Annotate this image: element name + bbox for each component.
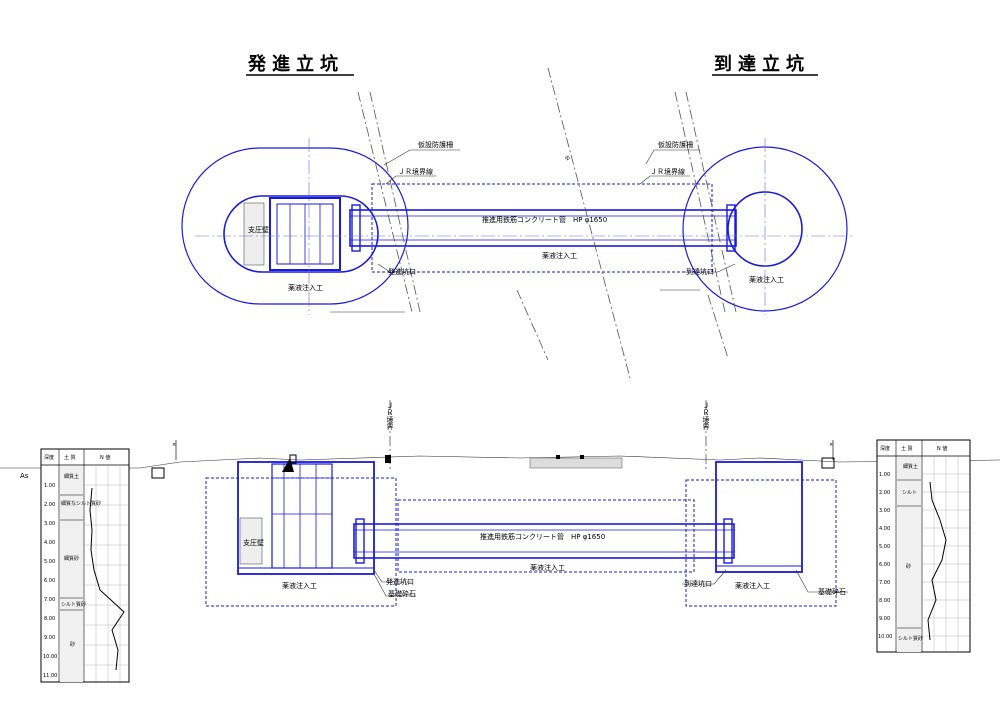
svg-text:8.00: 8.00 [44,616,55,622]
left-n-value-curve [89,487,125,671]
right-log-layer-1: 細質土 [903,463,918,470]
plan-pipe [349,209,737,247]
ground-line [0,455,1000,469]
svg-text:5.00: 5.00 [44,559,55,565]
right-log-layer-3: 砂 [906,563,911,570]
section-as-label: As [20,472,29,480]
section-crane-icon [282,458,294,472]
section-pipe-label: 推進用鉄筋コンクリート管 HP φ1650 [480,532,605,541]
launch-shaft-title: 発進立坑 [247,53,344,75]
section-center-grout [397,499,695,573]
left-log-layer-1: 細質土 [64,473,79,480]
left-log-depth-header: 深度 [44,454,54,461]
svg-text:7.00: 7.00 [879,580,890,586]
plan-center-grout [371,183,713,273]
section-jr-boundary-right: ＪＲ境界 [702,402,710,431]
svg-text:6.00: 6.00 [44,578,55,584]
plan-launch-opening: 発進坑口 [388,267,416,276]
right-log-soil-header: 土 質 [901,445,913,452]
svg-text:9.00: 9.00 [44,635,55,641]
section-right-shaft [715,461,803,573]
section-pipe [353,523,735,559]
svg-text:×: × [172,442,176,448]
svg-text:4.00: 4.00 [879,526,890,532]
svg-text:2.00: 2.00 [879,490,890,496]
plan-left-grout-boundary [181,147,409,305]
plan-center-grout-label: 薬液注入工 [542,251,577,260]
right-n-value-curve [927,481,947,641]
plan-left-grout-label: 薬液注入工 [288,283,323,292]
section-marker-right: × [821,440,835,469]
plan-track-mark: ゆ [565,156,570,162]
section-support-wall-label: 支圧壁 [243,538,264,547]
svg-text:3.00: 3.00 [44,521,55,527]
plan-arrival-opening: 到達坑口 [686,267,714,276]
left-log-soil-header: 土 質 [64,454,76,461]
svg-text:7.00: 7.00 [44,597,55,603]
svg-text:11.00: 11.00 [43,673,57,679]
plan-left-shaft-frame [269,197,341,271]
left-log-depths: 1.00 2.00 3.00 4.00 5.00 6.00 7.00 8.00 … [43,483,57,679]
section-center-grout-label: 薬液注入工 [530,563,565,572]
section-support-wall [239,517,263,565]
svg-text:10.00: 10.00 [878,634,892,640]
svg-text:4.00: 4.00 [44,540,55,546]
left-log-layer-3: 細質砂 [64,555,79,562]
boring-log-left: 深度 土 質 N 値 細質土 細質なシルト質砂 細質砂 シルト質砂 砂 1.00… [40,448,130,683]
section-left-frame [271,463,333,569]
svg-text:3.00: 3.00 [879,508,890,514]
plan-jr-line-left [357,91,413,313]
plan-right-grout-label: 薬液注入工 [749,275,784,284]
section-railway-ballast [529,457,623,469]
plan-temp-fence-left: 仮設防護柵 [418,140,453,149]
plan-pipe-label: 推進用鉄筋コンクリート管 HP φ1650 [482,215,607,224]
left-log-layer-5: 砂 [70,641,75,648]
boring-log-right: 深度 土 質 N 値 細質土 シルト 砂 シルト質砂 1.00 2.00 3.0… [876,439,971,653]
plan-support-wall-label: 支圧壁 [248,225,269,234]
svg-text:9.00: 9.00 [879,616,890,622]
right-log-layer-2: シルト [902,490,917,496]
plan-temp-fence-right: 仮設防護柵 [658,140,693,149]
right-log-layer-4: シルト質砂 [898,635,923,642]
section-left-grout-label: 薬液注入工 [282,581,317,590]
section-base-stone-left: 基礎砕石 [388,589,416,598]
right-log-depth-header: 深度 [880,445,890,452]
section-base-stone-right: 基礎砕石 [818,587,846,596]
plan-jr-boundary-left: ＪＲ境界線 [398,167,433,176]
svg-text:1.00: 1.00 [879,472,890,478]
right-log-n-header: N 値 [937,445,947,452]
plan-view: 支圧壁 推進用鉄筋コンクリート管 HP φ1650 薬液注入工 薬液注入工 薬液… [181,67,855,379]
svg-text:2.00: 2.00 [44,502,55,508]
section-left-shaft [237,461,375,575]
section-view: As 支圧壁 推進用鉄筋コンクリート管 HP φ1650 薬液注入工 薬液注入 [0,400,1000,607]
section-launch-opening: 発進坑口 [386,577,414,586]
svg-text:6.00: 6.00 [879,562,890,568]
svg-text:8.00: 8.00 [879,598,890,604]
svg-text:1.00: 1.00 [44,483,55,489]
left-log-n-header: N 値 [100,454,110,461]
arrival-shaft-title: 到達立坑 [714,53,810,75]
left-log-layer-4: シルト質砂 [61,601,86,608]
svg-text:5.00: 5.00 [879,544,890,550]
plan-jr-line-right [674,91,726,313]
section-jr-boundary-left: ＪＲ境界 [386,402,394,431]
left-log-layer-2: 細質なシルト質砂 [61,500,101,507]
section-right-grout [685,479,837,607]
section-right-grout-label: 薬液注入工 [735,581,770,590]
svg-text:10.00: 10.00 [43,654,57,660]
plan-support-wall [243,202,265,266]
plan-left-shaft-wall [223,195,379,273]
section-arrival-opening: 到達坑口 [684,579,712,588]
svg-text:×: × [829,442,833,448]
right-log-depths: 1.00 2.00 3.00 4.00 5.00 6.00 7.00 8.00 … [878,472,892,640]
plan-jr-boundary-right: ＪＲ境界線 [650,167,685,176]
section-marker-left: × [151,440,177,479]
